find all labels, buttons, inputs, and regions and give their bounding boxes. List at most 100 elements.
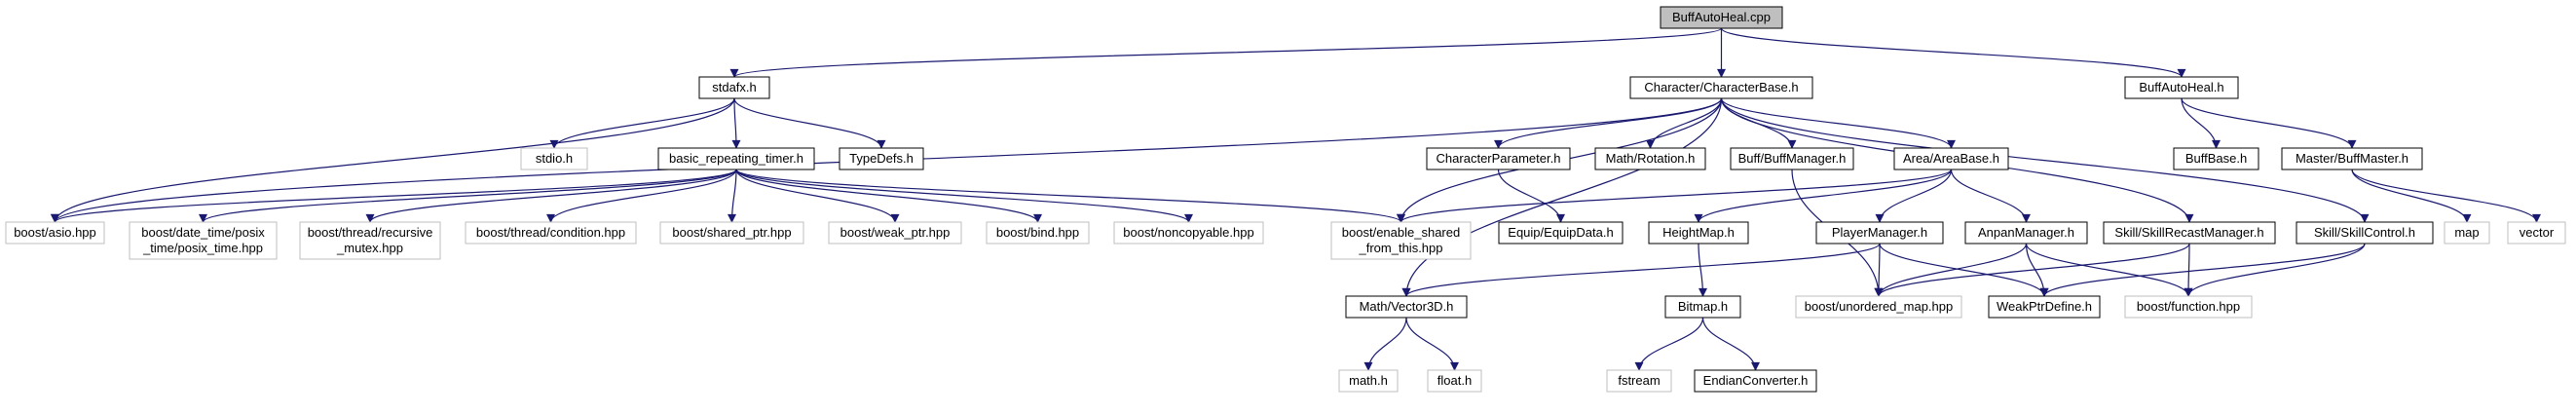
edge-stdafx-to-typedefs bbox=[733, 97, 886, 149]
node-charbase[interactable]: Character/CharacterBase.h bbox=[1629, 76, 1813, 99]
edge-anpanmanager-to-function bbox=[2025, 243, 2193, 297]
edge-stdafx-to-asio bbox=[51, 97, 735, 223]
edge-bitmap-to-endian bbox=[1701, 317, 1760, 371]
edge-playermanager-to-weakptrdefine bbox=[1879, 243, 2049, 297]
edge-brt-to-posix bbox=[199, 169, 737, 223]
node-vector3d-label: Math/Vector3D.h bbox=[1360, 299, 1454, 314]
node-buffmaster[interactable]: Master/BuffMaster.h bbox=[2281, 147, 2423, 170]
node-buffautoheal_h[interactable]: BuffAutoHeal.h bbox=[2124, 76, 2239, 99]
edge-playermanager-to-vector3d bbox=[1401, 243, 1881, 297]
node-anpanmanager-label: AnpanManager.h bbox=[1978, 225, 2074, 240]
node-enableshared: boost/enable_shared_from_this.hpp bbox=[1330, 221, 1472, 260]
node-sharedptr-label: boost/shared_ptr.hpp bbox=[672, 225, 791, 240]
node-noncopyable: boost/noncopyable.hpp bbox=[1113, 221, 1264, 245]
node-posix-label: _time/posix_time.hpp bbox=[142, 241, 263, 255]
node-typedefs[interactable]: TypeDefs.h bbox=[839, 147, 924, 170]
node-brt-box bbox=[657, 147, 815, 170]
node-charbase-box bbox=[1629, 76, 1813, 99]
edge-charbase-to-areabase bbox=[1720, 97, 1956, 149]
edge-skillcontrol-to-weakptrdefine bbox=[2039, 243, 2366, 297]
node-brt[interactable]: basic_repeating_timer.h bbox=[657, 147, 815, 170]
node-buffbase-label: BuffBase.h bbox=[2185, 151, 2247, 166]
node-anpanmanager[interactable]: AnpanManager.h bbox=[1964, 221, 2088, 245]
node-vector3d[interactable]: Math/Vector3D.h bbox=[1345, 295, 1468, 319]
edge-stdafx-to-brt bbox=[731, 97, 741, 149]
node-rotation[interactable]: Math/Rotation.h bbox=[1594, 147, 1706, 170]
node-endian[interactable]: EndianConverter.h bbox=[1694, 369, 1817, 393]
node-posix-label: boost/date_time/posix bbox=[141, 225, 265, 240]
edge-buffautoheal_h-to-buffmaster bbox=[2181, 97, 2357, 149]
node-map: map bbox=[2444, 221, 2490, 245]
node-buffautoheal_h-box bbox=[2124, 76, 2239, 99]
node-bitmap[interactable]: Bitmap.h bbox=[1664, 295, 1741, 319]
node-recmutex-box bbox=[299, 221, 441, 260]
edge-vector3d-to-mathh bbox=[1363, 317, 1407, 371]
node-vector-label: vector bbox=[2520, 225, 2555, 240]
node-recmutex-label: boost/thread/recursive bbox=[308, 225, 433, 240]
edge-buffmaster-to-vector bbox=[2351, 169, 2541, 223]
node-enableshared-box bbox=[1330, 221, 1472, 260]
edge-anpanmanager-to-unorderedmap bbox=[1874, 243, 2028, 297]
edge-areabase-to-anpanmanager bbox=[1950, 169, 2031, 223]
node-function-box bbox=[2124, 295, 2253, 319]
node-recastmanager-box bbox=[2103, 221, 2276, 245]
node-map-label: map bbox=[2454, 225, 2479, 240]
edge-areabase-to-playermanager bbox=[1875, 169, 1953, 223]
node-unorderedmap-label: boost/unordered_map.hpp bbox=[1805, 299, 1954, 314]
node-weakptrdefine[interactable]: WeakPtrDefine.h bbox=[1988, 295, 2101, 319]
node-asio-box bbox=[5, 221, 105, 245]
node-root[interactable]: BuffAutoHeal.cpp bbox=[1660, 6, 1783, 29]
node-floath-box bbox=[1427, 369, 1482, 393]
edge-heightmap-to-bitmap bbox=[1698, 243, 1707, 297]
node-heightmap[interactable]: HeightMap.h bbox=[1648, 221, 1749, 245]
node-stdafx[interactable]: stdafx.h bbox=[698, 76, 770, 99]
node-equipdata-box bbox=[1498, 221, 1624, 245]
node-floath-label: float.h bbox=[1437, 373, 1472, 388]
edge-root-to-stdafx bbox=[729, 27, 1723, 78]
node-recastmanager-label: Skill/SkillRecastManager.h bbox=[2114, 225, 2263, 240]
edge-areabase-to-enableshared bbox=[1397, 169, 1953, 223]
edge-bitmap-to-fstream bbox=[1634, 317, 1704, 371]
node-root-label: BuffAutoHeal.cpp bbox=[1672, 10, 1771, 24]
edge-charbase-to-charparam bbox=[1494, 97, 1723, 149]
node-stdafx-box bbox=[698, 76, 770, 99]
node-fstream-label: fstream bbox=[1618, 373, 1660, 388]
node-recmutex-label: _mutex.hpp bbox=[336, 241, 403, 255]
node-bind-label: boost/bind.hpp bbox=[996, 225, 1079, 240]
node-heightmap-label: HeightMap.h bbox=[1662, 225, 1735, 240]
node-posix: boost/date_time/posix_time/posix_time.hp… bbox=[129, 221, 278, 260]
node-buffmanager-box bbox=[1730, 147, 1854, 170]
edge-areabase-to-heightmap bbox=[1694, 169, 1953, 223]
node-buffmanager[interactable]: Buff/BuffManager.h bbox=[1730, 147, 1854, 170]
edge-playermanager-to-unorderedmap bbox=[1874, 243, 1884, 297]
node-equipdata[interactable]: Equip/EquipData.h bbox=[1498, 221, 1624, 245]
node-anpanmanager-box bbox=[1964, 221, 2088, 245]
edge-charbase-to-rotation bbox=[1646, 97, 1723, 149]
node-buffbase[interactable]: BuffBase.h bbox=[2173, 147, 2259, 170]
node-areabase-box bbox=[1893, 147, 2009, 170]
node-playermanager-box bbox=[1815, 221, 1944, 245]
node-charparam-box bbox=[1426, 147, 1571, 170]
node-areabase[interactable]: Area/AreaBase.h bbox=[1893, 147, 2009, 170]
node-charparam[interactable]: CharacterParameter.h bbox=[1426, 147, 1571, 170]
node-fstream-box bbox=[1606, 369, 1672, 393]
edge-buffautoheal_h-to-buffbase bbox=[2181, 97, 2221, 149]
node-enableshared-label: boost/enable_shared bbox=[1342, 225, 1460, 240]
edge-brt-to-asio bbox=[51, 169, 737, 223]
node-asio-label: boost/asio.hpp bbox=[14, 225, 96, 240]
node-bind-box bbox=[986, 221, 1090, 245]
edge-charparam-to-equipdata bbox=[1497, 169, 1565, 223]
nodes-layer: BuffAutoHeal.cpp stdafx.h Character/Charac… bbox=[5, 6, 2566, 393]
node-rotation-label: Math/Rotation.h bbox=[1606, 151, 1696, 166]
node-condition-box bbox=[465, 221, 637, 245]
edge-brt-to-sharedptr bbox=[728, 169, 737, 223]
node-function: boost/function.hpp bbox=[2124, 295, 2253, 319]
node-recastmanager[interactable]: Skill/SkillRecastManager.h bbox=[2103, 221, 2276, 245]
node-recmutex: boost/thread/recursive_mutex.hpp bbox=[299, 221, 441, 260]
node-skillcontrol[interactable]: Skill/SkillControl.h bbox=[2296, 221, 2434, 245]
node-weakptr-label: boost/weak_ptr.hpp bbox=[840, 225, 951, 240]
node-playermanager[interactable]: PlayerManager.h bbox=[1815, 221, 1944, 245]
edge-brt-to-weakptr bbox=[735, 169, 900, 223]
node-noncopyable-label: boost/noncopyable.hpp bbox=[1123, 225, 1253, 240]
